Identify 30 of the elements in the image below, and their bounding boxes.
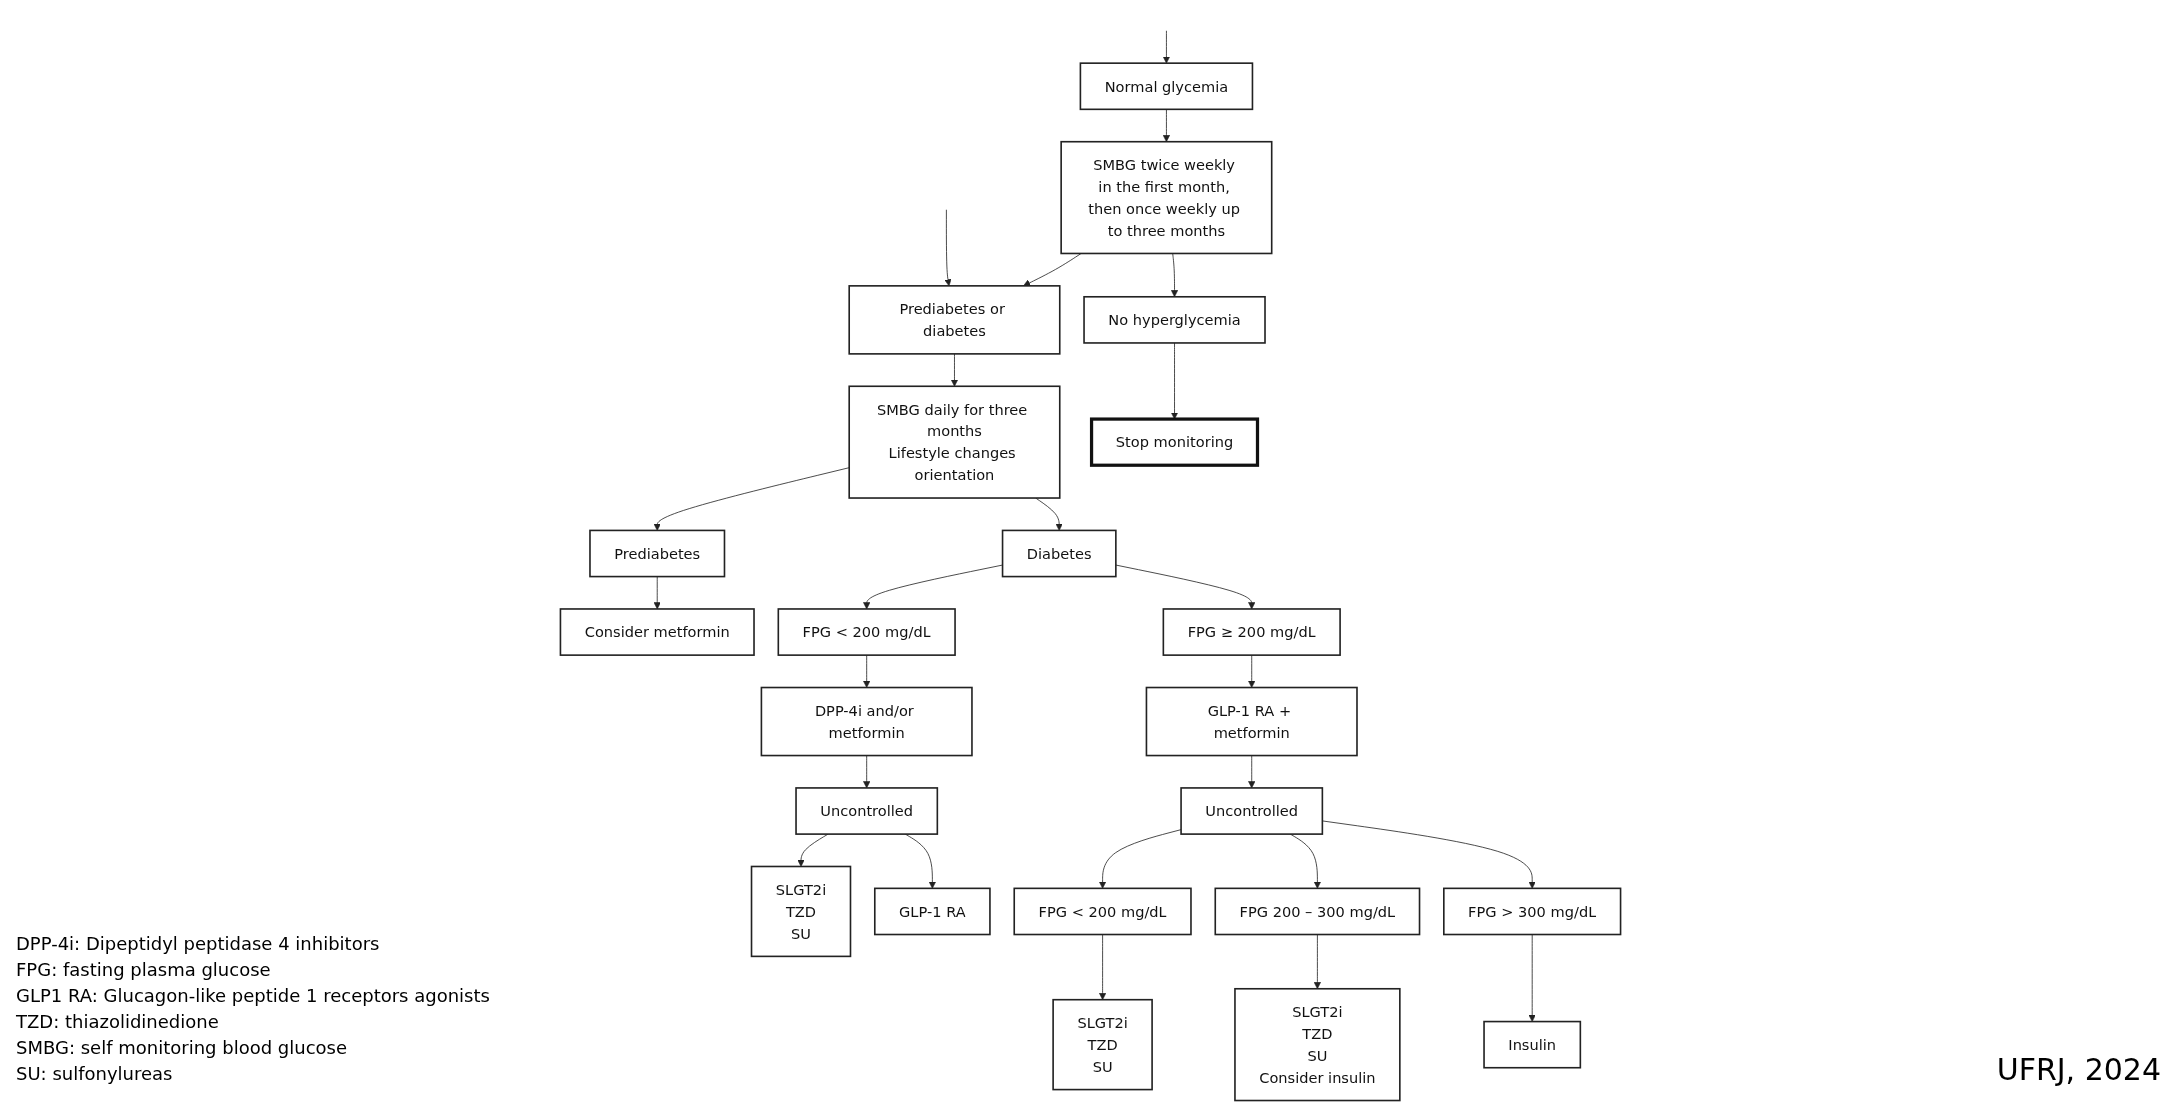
node-box: Normal glycemia: [1079, 62, 1254, 111]
abbreviation-note: FPG: fasting plasma glucose: [16, 958, 272, 982]
credit-note: UFRJ, 2024: [1996, 1052, 2161, 1087]
node-box: FPG 200 – 300 mg/dL: [1214, 887, 1421, 936]
abbreviation-note: DPP-4i: Dipeptidyl peptidase 4 inhibitors: [16, 932, 381, 956]
node-box: SMBG daily for three months Lifestyle changes orientation: [848, 385, 1061, 499]
node-box: GLP-1 RA: [873, 887, 991, 936]
abbreviation-note: TZD: thiazolidinedione: [16, 1010, 220, 1034]
node-box: Prediabetes or diabetes: [848, 285, 1061, 355]
node-box: No hyperglycemia: [1083, 296, 1266, 344]
node-box: SLGT2i TZD SU: [750, 865, 852, 958]
abbreviation-note: SU: sulfonylureas: [16, 1062, 174, 1086]
node-box: GLP-1 RA + metformin: [1145, 686, 1358, 757]
node-box: SMBG twice weekly in the first month, then once weekly up to three months: [1060, 140, 1273, 255]
node-box: FPG < 200 mg/dL: [1013, 887, 1192, 936]
node-box: FPG < 200 mg/dL: [777, 608, 956, 656]
node-box: Prediabetes: [589, 529, 726, 578]
node-box: FPG ≥ 200 mg/dL: [1162, 608, 1341, 656]
node-box: Stop monitoring: [1089, 417, 1260, 467]
abbreviation-note: SMBG: self monitoring blood glucose: [16, 1036, 348, 1060]
node-box: SLGT2i TZD SU: [1052, 998, 1153, 1091]
node-box: Insulin: [1483, 1020, 1582, 1069]
node-box: SLGT2i TZD SU Consider insulin: [1234, 987, 1401, 1102]
abbreviation-note: GLP1 RA: Glucagon-like peptide 1 receptors agonists: [16, 984, 490, 1008]
node-box: Uncontrolled: [1180, 787, 1324, 835]
node-box: DPP-4i and/or metformin: [760, 686, 973, 757]
node-box: Consider metformin: [559, 608, 755, 656]
node-box: FPG > 300 mg/dL: [1443, 887, 1622, 936]
node-box: Uncontrolled: [795, 787, 939, 835]
node-box: Diabetes: [1001, 529, 1117, 578]
